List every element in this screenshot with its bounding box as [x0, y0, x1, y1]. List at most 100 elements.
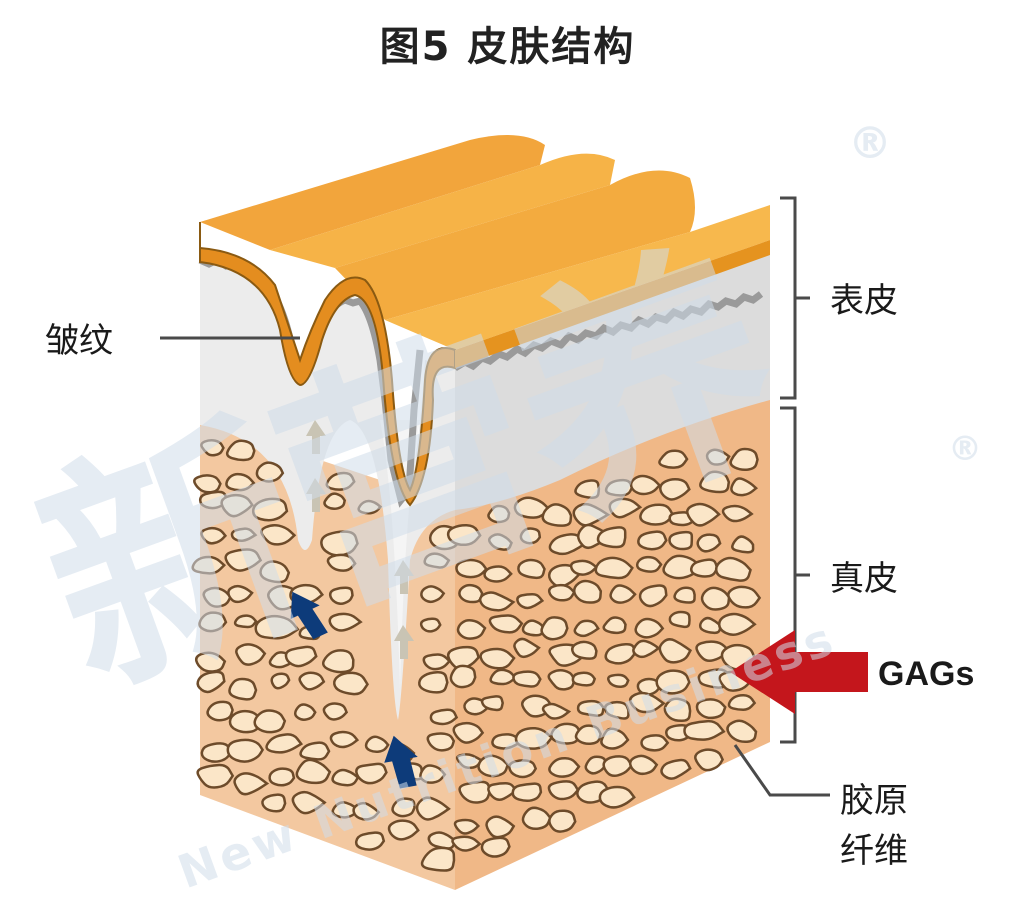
collagen-bundle [451, 835, 482, 852]
collagen-bundle [291, 790, 327, 815]
collagen-bundle [629, 474, 662, 496]
collagen-bundle [230, 527, 258, 543]
collagen-bundle [458, 780, 491, 804]
collagen-bundle [456, 619, 487, 640]
collagen-bundle [521, 619, 546, 637]
collagen-bundle [541, 503, 573, 527]
collagen-bundle [220, 493, 254, 518]
collagen-bundle [696, 533, 722, 553]
collagen-bundle [730, 477, 759, 497]
collagen-bundle [694, 748, 725, 772]
collagen-bundle [418, 671, 449, 694]
collagen-bundle [638, 584, 668, 608]
faint-arrow-1 [306, 420, 326, 454]
stratum-corneum-fold-3 [335, 170, 695, 320]
collagen-bundle [293, 703, 317, 721]
epidermis-bracket [780, 196, 810, 400]
collagen-bundle [233, 772, 270, 796]
collagen-bundle [698, 616, 723, 635]
collagen-bundle [655, 669, 691, 695]
collagen-bundle [548, 533, 587, 556]
collagen-bundle [423, 552, 451, 569]
collagen-bundle [705, 448, 731, 466]
collagen-bundle [604, 643, 636, 665]
collagen-bundle [596, 526, 627, 549]
collagen-bundle [251, 497, 289, 522]
collagen-bundle [328, 612, 363, 632]
gags-arrow [730, 630, 868, 714]
collagen-bundle [514, 726, 554, 750]
collagen-bundle [487, 533, 513, 551]
collagen-bundle [391, 797, 416, 818]
collagen-bundle [200, 526, 228, 545]
collagen-bundle [191, 555, 227, 575]
collagen-bundle [224, 548, 263, 572]
stratum-corneum-top [385, 205, 770, 350]
collagen-bundle [639, 503, 675, 526]
collagen-bundle [235, 643, 267, 666]
collagen-bundle [446, 645, 481, 670]
collagen-bundle [295, 758, 332, 785]
collagen-bundle [689, 558, 719, 578]
epidermis-label: 表皮 [830, 281, 898, 321]
watermark-registered-2: ® [948, 429, 982, 469]
collagen-bundle [480, 695, 504, 712]
collagen-bundle [326, 553, 357, 572]
collagen-bundle [449, 664, 477, 689]
collagen-bundle [699, 470, 731, 494]
collagen-bundle [253, 709, 287, 734]
collagen-bundle [480, 836, 511, 858]
collagen-bundle [608, 497, 643, 519]
collagen-bundle [194, 651, 227, 673]
collagen-bundle [632, 639, 661, 659]
faint-arrow-2 [306, 478, 326, 512]
collagen-bundle [488, 614, 524, 634]
collagen-bundle [594, 556, 634, 580]
collagen-bundle [516, 593, 545, 610]
collagen-bundle [634, 617, 665, 639]
collagen-bundle [198, 611, 228, 633]
collagen-bundle [419, 764, 447, 784]
collagen-bundle [721, 504, 754, 523]
collagen-bundle [225, 439, 256, 462]
collagen-bundle [695, 698, 727, 720]
collagen-bundle [354, 831, 386, 851]
collagen-bundle [547, 780, 580, 801]
collagen-bundle [574, 479, 601, 499]
collagen-bundle [683, 719, 726, 741]
up-arrow-2 [384, 735, 418, 789]
collagen-bundle [686, 502, 721, 527]
collagen-bundle [320, 530, 359, 557]
collagen-bundle [598, 785, 636, 809]
collagen-bundle [420, 846, 456, 872]
collagen-bundle [512, 670, 542, 688]
collagen-bundle [206, 700, 234, 722]
collagen-bundle [329, 730, 360, 749]
collagen-bundle [193, 474, 222, 494]
stratum-corneum-fold-2 [270, 153, 615, 268]
up-arrows [290, 420, 418, 789]
collagen-bundle [511, 782, 543, 803]
collagen-bundle [602, 616, 627, 635]
collagen-bundle [547, 668, 576, 691]
annotations [160, 196, 830, 797]
dermis-label: 真皮 [830, 559, 898, 599]
collagen-bundle [673, 586, 696, 604]
collagen-label-line2: 纤维 [840, 831, 908, 871]
collagen-bundle [517, 558, 546, 580]
collagen-bundle [668, 610, 691, 629]
epidermis-right-face [455, 250, 770, 510]
collagen-bundle [521, 806, 552, 831]
collagen-bundle [298, 671, 326, 691]
collagen-bundle [659, 477, 691, 501]
collagen-bundle [717, 612, 757, 636]
collagen-bundle [323, 492, 347, 511]
collagen-bundle [489, 668, 517, 686]
collagen-bundle [602, 755, 634, 778]
collagen-bundle [299, 741, 331, 761]
wrinkle-label: 皱纹 [45, 321, 113, 361]
collagen-bundle [731, 535, 755, 554]
up-arrow-1 [290, 591, 328, 640]
collagen-bundle [727, 693, 757, 711]
